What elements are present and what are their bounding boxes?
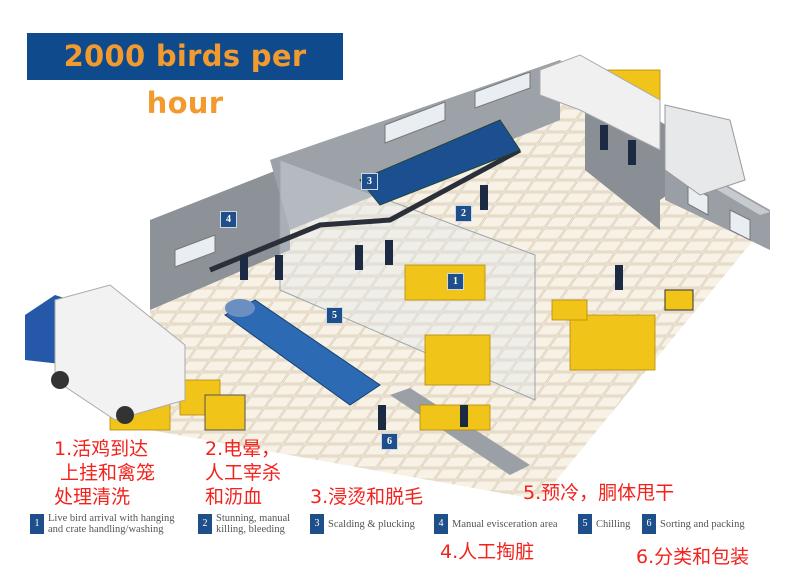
legend-num: 6 (642, 514, 656, 534)
workers (240, 125, 636, 430)
window (474, 71, 531, 109)
back-wall-left (150, 165, 290, 310)
legend-text: Chilling (596, 518, 631, 530)
page-title: 2000 birds per hour (27, 33, 343, 120)
legend-text: Stunning, manual killing, bleeding (216, 513, 291, 535)
truck-right-cab (664, 104, 746, 196)
annotation-3: 3.浸烫和脱毛 (310, 486, 424, 508)
truck-wheel (116, 406, 134, 424)
legend-num: 5 (578, 514, 592, 534)
annotation-1-line2: 上挂和禽笼 (60, 462, 156, 484)
annotation-2-line3: 和沥血 (205, 486, 263, 508)
shackle-line (209, 147, 522, 273)
forklift (204, 394, 246, 431)
truck-wheel (51, 371, 69, 389)
annotation-2-line1: 2.电晕， (205, 438, 281, 460)
annotation-2-line2: 人工宰杀 (205, 462, 282, 484)
legend-item-6: 6 Sorting and packing (642, 512, 745, 536)
legend-text: Live bird arrival with hanging and crate… (48, 513, 175, 535)
legend-item-5: 5 Chilling (578, 512, 630, 536)
window (729, 209, 751, 241)
annotation-6: 6.分类和包装 (636, 546, 750, 568)
legend-item-1: 1 Live bird arrival with hanging and cra… (30, 512, 190, 536)
truck-right-box (539, 54, 661, 151)
zone-marker-3: 3 (361, 173, 378, 190)
zone-marker-5: 5 (326, 307, 343, 324)
zone-marker-1: 1 (447, 273, 464, 290)
zone-marker-2: 2 (455, 205, 472, 222)
window (384, 101, 446, 144)
annotation-5: 5.预冷，胴体甩干 (523, 482, 675, 504)
zone-marker-6: 6 (381, 433, 398, 450)
legend-num: 4 (434, 514, 448, 534)
chiller-opening (225, 299, 255, 317)
window (174, 234, 216, 268)
annotation-1-line3: 处理清洗 (54, 486, 131, 508)
annotation-4: 4.人工掏脏 (440, 541, 535, 563)
washer (664, 289, 694, 311)
legend-item-4: 4 Manual evisceration area (434, 512, 558, 536)
legend-num: 1 (30, 514, 44, 534)
legend-item-2: 2 Stunning, manual killing, bleeding (198, 512, 303, 536)
legend-text: Manual evisceration area (452, 518, 558, 530)
plucker-line (359, 119, 521, 206)
legend-text: Scalding & plucking (328, 518, 415, 530)
legend-text: Sorting and packing (660, 518, 745, 530)
zone-marker-4: 4 (220, 211, 237, 228)
legend-num: 3 (310, 514, 324, 534)
legend-num: 2 (198, 514, 212, 534)
legend-item-3: 3 Scalding & plucking (310, 512, 415, 536)
annotation-1-line1: 1.活鸡到达 (54, 438, 149, 460)
